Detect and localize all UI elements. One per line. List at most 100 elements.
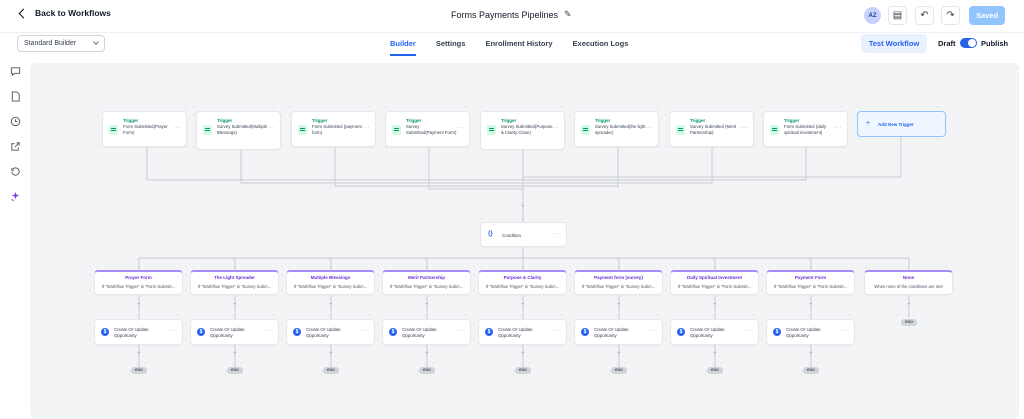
notes-button[interactable]: ▤ bbox=[888, 6, 907, 25]
more-options-icon[interactable]: ··· bbox=[169, 328, 177, 334]
tab-builder[interactable]: Builder bbox=[390, 33, 416, 56]
branch-node[interactable]: The Light Spreader If "Workflow Trigger"… bbox=[190, 270, 279, 295]
end-marker: END bbox=[131, 367, 147, 374]
branch-node[interactable]: Multiple Blessings If "Workflow Trigger"… bbox=[286, 270, 375, 295]
add-step-icon[interactable]: + bbox=[521, 351, 525, 357]
more-options-icon[interactable]: ··· bbox=[553, 231, 561, 237]
trigger-node[interactable]: Trigger Form Submitted(Prayer Form) ··· bbox=[102, 111, 187, 147]
document-icon[interactable] bbox=[10, 91, 21, 102]
sparkle-icon[interactable] bbox=[10, 191, 21, 202]
form-icon bbox=[109, 125, 118, 135]
top-bar: Back to Workflows Forms Payments Pipelin… bbox=[0, 0, 1024, 32]
trigger-description: Form Submitted(Prayer Form) bbox=[123, 124, 168, 135]
more-options-icon[interactable]: ··· bbox=[265, 328, 273, 334]
undo-button[interactable]: ↶ bbox=[915, 6, 934, 25]
more-options-icon[interactable]: ··· bbox=[645, 125, 653, 131]
add-step-icon[interactable]: + bbox=[521, 302, 525, 308]
action-node[interactable]: $ Create Or Update Opportunity ··· bbox=[190, 319, 279, 345]
add-step-icon[interactable]: + bbox=[329, 351, 333, 357]
branch-node[interactable]: Payment form (survey) If "Workflow Trigg… bbox=[574, 270, 663, 295]
more-options-icon[interactable]: ··· bbox=[457, 328, 465, 334]
saved-button[interactable]: Saved bbox=[969, 6, 1005, 25]
draft-label: Draft bbox=[938, 39, 956, 48]
trigger-node[interactable]: Trigger Form Submitted (daily spiritual … bbox=[763, 111, 848, 147]
more-options-icon[interactable]: ··· bbox=[649, 328, 657, 334]
more-options-icon[interactable]: ··· bbox=[740, 125, 748, 131]
branch-node[interactable]: Payment Form If "Workflow Trigger" is "F… bbox=[766, 270, 855, 295]
redo-button[interactable]: ↷ bbox=[941, 6, 960, 25]
more-options-icon[interactable]: ··· bbox=[551, 125, 559, 131]
trigger-description: Form Submitted (payment form) bbox=[312, 124, 362, 135]
edit-pencil-icon[interactable]: ✎ bbox=[564, 9, 572, 19]
tab-execution-logs[interactable]: Execution Logs bbox=[572, 39, 629, 48]
chevron-left-icon bbox=[18, 8, 29, 18]
action-node[interactable]: $ Create Or Update Opportunity ··· bbox=[382, 319, 471, 345]
builder-mode-select[interactable]: Standard Builder bbox=[17, 35, 105, 52]
tab-enrollment-history[interactable]: Enrollment History bbox=[485, 39, 553, 48]
trigger-node[interactable]: Trigger Survey Submitted(Payment Form) ·… bbox=[385, 111, 470, 147]
branch-title: The Light Spreader bbox=[213, 275, 255, 280]
add-step-icon[interactable]: + bbox=[425, 302, 429, 308]
more-options-icon[interactable]: ··· bbox=[362, 125, 370, 131]
back-to-workflows-button[interactable]: Back to Workflows bbox=[18, 8, 111, 18]
add-step-icon[interactable]: + bbox=[233, 351, 237, 357]
add-step-icon[interactable]: + bbox=[907, 302, 911, 308]
avatar[interactable]: AZ bbox=[864, 7, 881, 24]
action-node[interactable]: $ Create Or Update Opportunity ··· bbox=[574, 319, 663, 345]
condition-node[interactable]: {} Condition ··· bbox=[480, 222, 567, 247]
tab-settings[interactable]: Settings bbox=[435, 39, 466, 48]
add-step-icon[interactable]: + bbox=[521, 204, 525, 210]
external-link-icon[interactable] bbox=[10, 141, 21, 152]
action-node[interactable]: $ Create Or Update Opportunity ··· bbox=[766, 319, 855, 345]
workflow-title[interactable]: Forms Payments Pipelines ✎ bbox=[451, 9, 572, 20]
left-sidebar bbox=[0, 56, 30, 419]
more-options-icon[interactable]: ··· bbox=[173, 125, 181, 131]
more-options-icon[interactable]: ··· bbox=[553, 328, 561, 334]
undo-icon: ↶ bbox=[920, 10, 929, 21]
more-options-icon[interactable]: ··· bbox=[745, 328, 753, 334]
branch-condition: If "Workflow Trigger" is "Survey Subm... bbox=[293, 284, 368, 289]
branch-node[interactable]: Daily Spiritual Investment If "Workflow … bbox=[670, 270, 759, 295]
action-node[interactable]: $ Create Or Update Opportunity ··· bbox=[670, 319, 759, 345]
trigger-node[interactable]: Trigger Survey Submitted(the light sprea… bbox=[574, 111, 659, 147]
more-options-icon[interactable]: ··· bbox=[361, 328, 369, 334]
more-options-icon[interactable]: ··· bbox=[267, 125, 275, 131]
more-options-icon[interactable]: ··· bbox=[834, 125, 842, 131]
branch-node[interactable]: Merit Partnership If "Workflow Trigger" … bbox=[382, 270, 471, 295]
add-step-icon[interactable]: + bbox=[425, 351, 429, 357]
add-step-icon[interactable]: + bbox=[713, 351, 717, 357]
add-new-trigger-button[interactable]: + Add New Trigger bbox=[857, 111, 946, 137]
add-step-icon[interactable]: + bbox=[809, 351, 813, 357]
publish-toggle[interactable] bbox=[960, 38, 977, 48]
add-step-icon[interactable]: + bbox=[713, 302, 717, 308]
add-step-icon[interactable]: + bbox=[617, 351, 621, 357]
add-step-icon[interactable]: + bbox=[233, 302, 237, 308]
trigger-node[interactable]: Trigger Form Submitted (payment form) ··… bbox=[291, 111, 376, 147]
branch-node[interactable]: Purpose & Clarity If "Workflow Trigger" … bbox=[478, 270, 567, 295]
trigger-node[interactable]: Trigger Survey Submitted(Multiple Blessi… bbox=[196, 111, 281, 150]
more-options-icon[interactable]: ··· bbox=[456, 125, 464, 131]
branch-node[interactable]: Prayer Form If "Workflow Trigger" is "Fo… bbox=[94, 270, 183, 295]
more-options-icon[interactable]: ··· bbox=[841, 328, 849, 334]
action-node[interactable]: $ Create Or Update Opportunity ··· bbox=[94, 319, 183, 345]
history-icon[interactable] bbox=[10, 166, 21, 177]
chevron-down-icon bbox=[93, 39, 99, 45]
back-label: Back to Workflows bbox=[35, 8, 111, 18]
branch-node-none[interactable]: None When none of the conditions are met bbox=[864, 270, 953, 295]
redo-icon: ↷ bbox=[946, 10, 955, 21]
add-step-icon[interactable]: + bbox=[809, 302, 813, 308]
action-node[interactable]: $ Create Or Update Opportunity ··· bbox=[478, 319, 567, 345]
add-step-icon[interactable]: + bbox=[137, 351, 141, 357]
test-workflow-button[interactable]: Test Workflow bbox=[861, 34, 927, 53]
clock-icon[interactable] bbox=[10, 116, 21, 127]
chat-icon[interactable] bbox=[10, 66, 21, 77]
trigger-node[interactable]: Trigger Survey Submitted(Purpose & Clari… bbox=[480, 111, 565, 150]
add-step-icon[interactable]: + bbox=[329, 302, 333, 308]
trigger-title: Trigger bbox=[217, 118, 233, 123]
add-step-icon[interactable]: + bbox=[137, 302, 141, 308]
action-node[interactable]: $ Create Or Update Opportunity ··· bbox=[286, 319, 375, 345]
end-marker: END bbox=[707, 367, 723, 374]
opportunity-icon: $ bbox=[101, 328, 109, 336]
add-step-icon[interactable]: + bbox=[617, 302, 621, 308]
trigger-node[interactable]: Trigger Survey Submitted (Merit Partners… bbox=[669, 111, 754, 147]
